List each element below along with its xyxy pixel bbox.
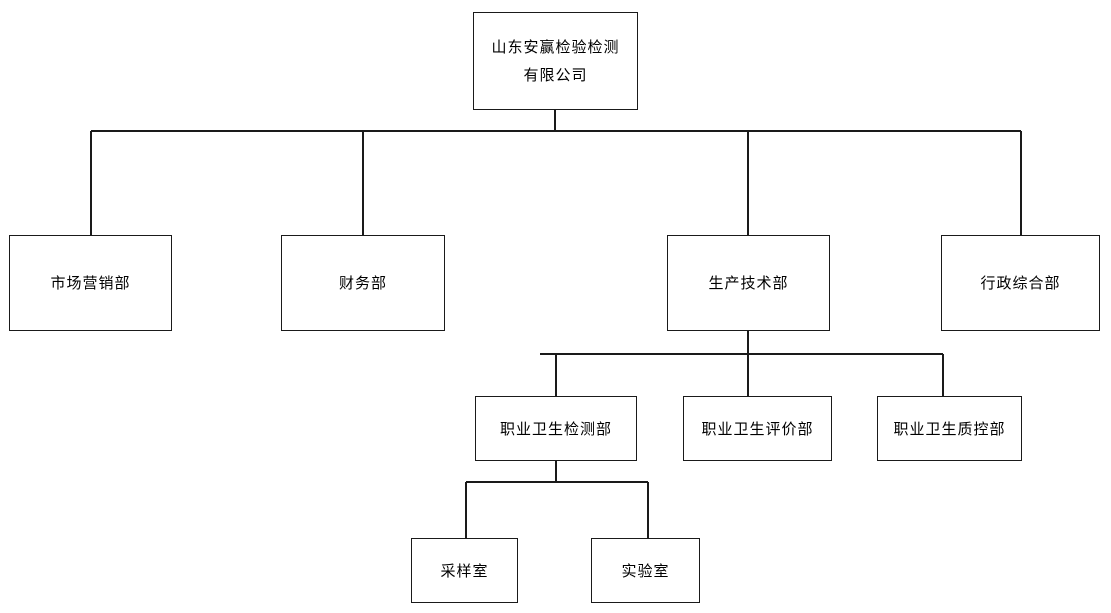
node-oh-testing[interactable]: 职业卫生检测部 (475, 396, 637, 461)
node-production-tech-label: 生产技术部 (708, 274, 789, 292)
node-administration-label: 行政综合部 (980, 274, 1061, 292)
node-oh-quality-control-label: 职业卫生质控部 (893, 419, 1006, 438)
node-finance[interactable]: 财务部 (281, 235, 445, 331)
node-oh-evaluation[interactable]: 职业卫生评价部 (683, 396, 832, 461)
node-oh-quality-control[interactable]: 职业卫生质控部 (877, 396, 1022, 461)
node-administration[interactable]: 行政综合部 (941, 235, 1100, 331)
node-marketing-label: 市场营销部 (50, 274, 131, 292)
node-oh-testing-label: 职业卫生检测部 (499, 419, 612, 438)
node-sampling-room[interactable]: 采样室 (411, 538, 518, 603)
node-root-label: 山东安赢检验检测 有限公司 (491, 38, 620, 84)
node-oh-evaluation-label: 职业卫生评价部 (701, 419, 814, 438)
node-root[interactable]: 山东安赢检验检测 有限公司 (473, 12, 638, 110)
node-finance-label: 财务部 (338, 274, 387, 292)
node-laboratory[interactable]: 实验室 (591, 538, 700, 603)
node-sampling-room-label: 采样室 (440, 561, 489, 580)
node-laboratory-label: 实验室 (621, 561, 670, 580)
node-marketing[interactable]: 市场营销部 (9, 235, 172, 331)
node-production-tech[interactable]: 生产技术部 (667, 235, 830, 331)
